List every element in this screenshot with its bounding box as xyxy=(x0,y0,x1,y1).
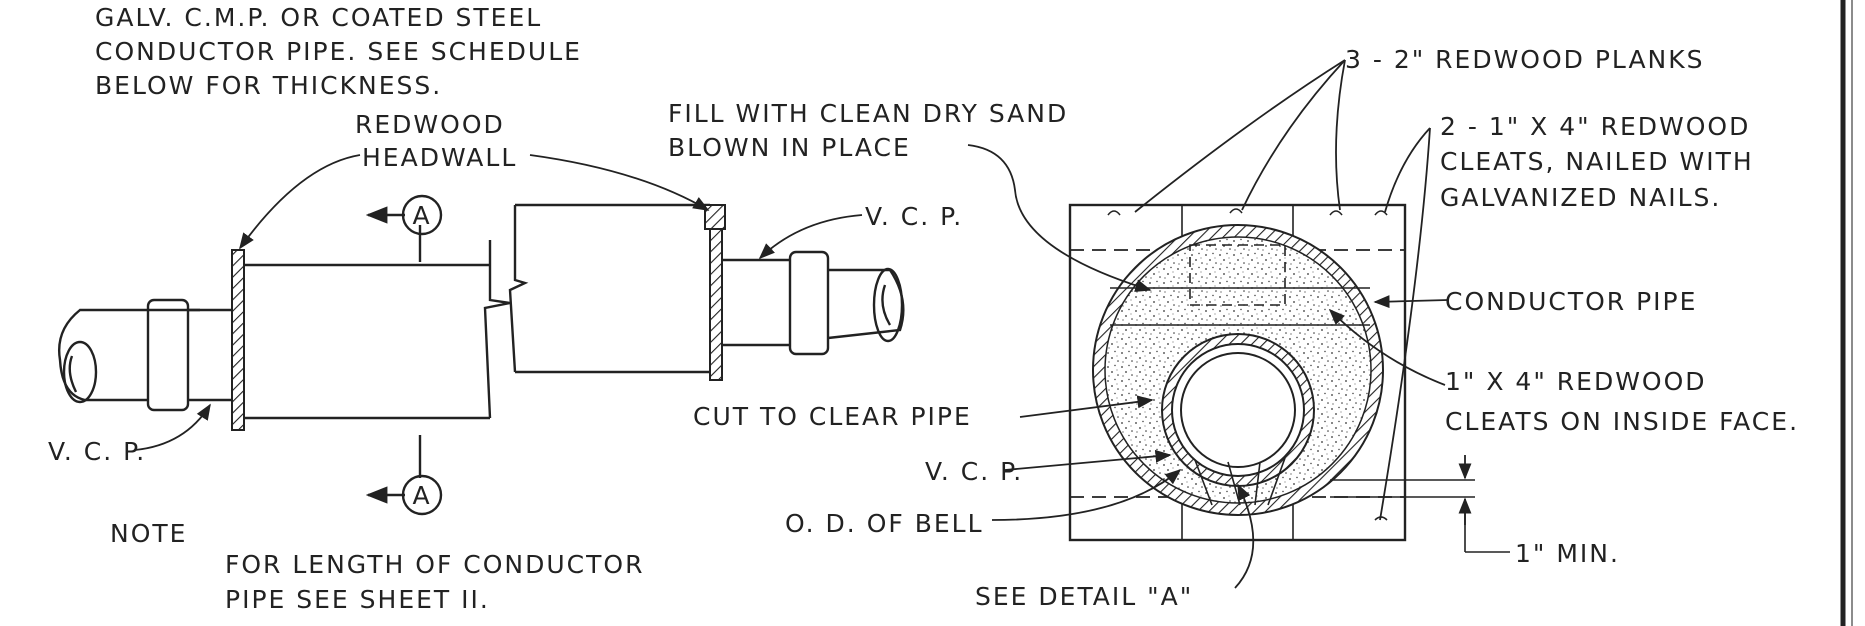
planks-leader-1 xyxy=(1134,59,1346,213)
inside-cleats-leader xyxy=(1328,308,1446,386)
vcp-section-leader xyxy=(1004,449,1172,471)
redwood-planks xyxy=(1068,203,1407,542)
section-marker-bottom: A xyxy=(412,481,431,510)
sand-fill-label-2: BLOWN IN PLACE xyxy=(668,133,911,162)
vcp-section-label: V. C. P. xyxy=(925,457,1023,486)
pipe-note-line-3: BELOW FOR THICKNESS. xyxy=(95,71,442,100)
vcp-bell-right xyxy=(788,250,830,356)
od-bell-label: O. D. OF BELL xyxy=(785,509,984,538)
cleats-leader-2 xyxy=(1379,127,1431,521)
note-title: NOTE xyxy=(110,519,187,548)
redwood-headwall-right xyxy=(709,204,723,381)
note-text-line-1: FOR LENGTH OF CONDUCTOR xyxy=(225,550,644,579)
cleats-leader-1 xyxy=(1384,127,1431,213)
cleats-label-2: CLEATS, NAILED WITH xyxy=(1440,147,1754,176)
elevation-view: A A xyxy=(58,154,905,516)
vcp-leader-left xyxy=(134,403,211,451)
od-bell-leader xyxy=(991,468,1182,521)
planks-leader-2 xyxy=(1241,59,1346,211)
sand-fill-label-1: FILL WITH CLEAN DRY SAND xyxy=(668,99,1068,128)
cleats-label-3: GALVANIZED NAILS. xyxy=(1440,183,1721,212)
redwood-headwall-left xyxy=(231,249,245,431)
cleats-label-1: 2 - 1" X 4" REDWOOD xyxy=(1440,112,1750,141)
pipe-note-line-1: GALV. C.M.P. OR COATED STEEL xyxy=(95,3,542,32)
inside-cleats-label-2: CLEATS ON INSIDE FACE. xyxy=(1445,407,1799,436)
headwall-label-1: REDWOOD xyxy=(355,110,505,139)
vcp-leader-right xyxy=(758,214,863,260)
headwall-leader-right xyxy=(529,154,710,211)
vcp-pipe-left xyxy=(58,308,200,402)
planks-leader-3 xyxy=(1335,59,1346,211)
pipe-note-line-2: CONDUCTOR PIPE. SEE SCHEDULE xyxy=(95,37,582,66)
conductor-pipe-label: CONDUCTOR PIPE xyxy=(1445,287,1697,316)
vcp-pipe-right xyxy=(827,268,905,340)
note-text-line-2: PIPE SEE SHEET II. xyxy=(225,585,490,614)
break-line xyxy=(483,240,511,419)
planks-label: 3 - 2" REDWOOD PLANKS xyxy=(1345,45,1705,74)
vcp-label-right: V. C. P. xyxy=(865,202,963,231)
vcp-label-left: V. C. P. xyxy=(48,437,146,466)
cut-clear-label: CUT TO CLEAR PIPE xyxy=(693,402,972,431)
headwall-leader-left xyxy=(239,154,361,250)
see-detail-label: SEE DETAIL "A" xyxy=(975,582,1193,611)
conductor-pipe-leader xyxy=(1373,295,1449,309)
vcp-bell-left xyxy=(146,298,190,412)
detail-a-leader xyxy=(1234,483,1255,589)
cut-clear-leader xyxy=(1019,395,1154,418)
section-marker-top: A xyxy=(412,201,431,230)
headwall-label-2: HEADWALL xyxy=(362,143,517,172)
section-view xyxy=(967,59,1510,589)
sand-leader xyxy=(967,144,1152,292)
min-dimension-label: 1" MIN. xyxy=(1515,539,1620,568)
inside-cleats-label-1: 1" X 4" REDWOOD xyxy=(1445,367,1707,396)
